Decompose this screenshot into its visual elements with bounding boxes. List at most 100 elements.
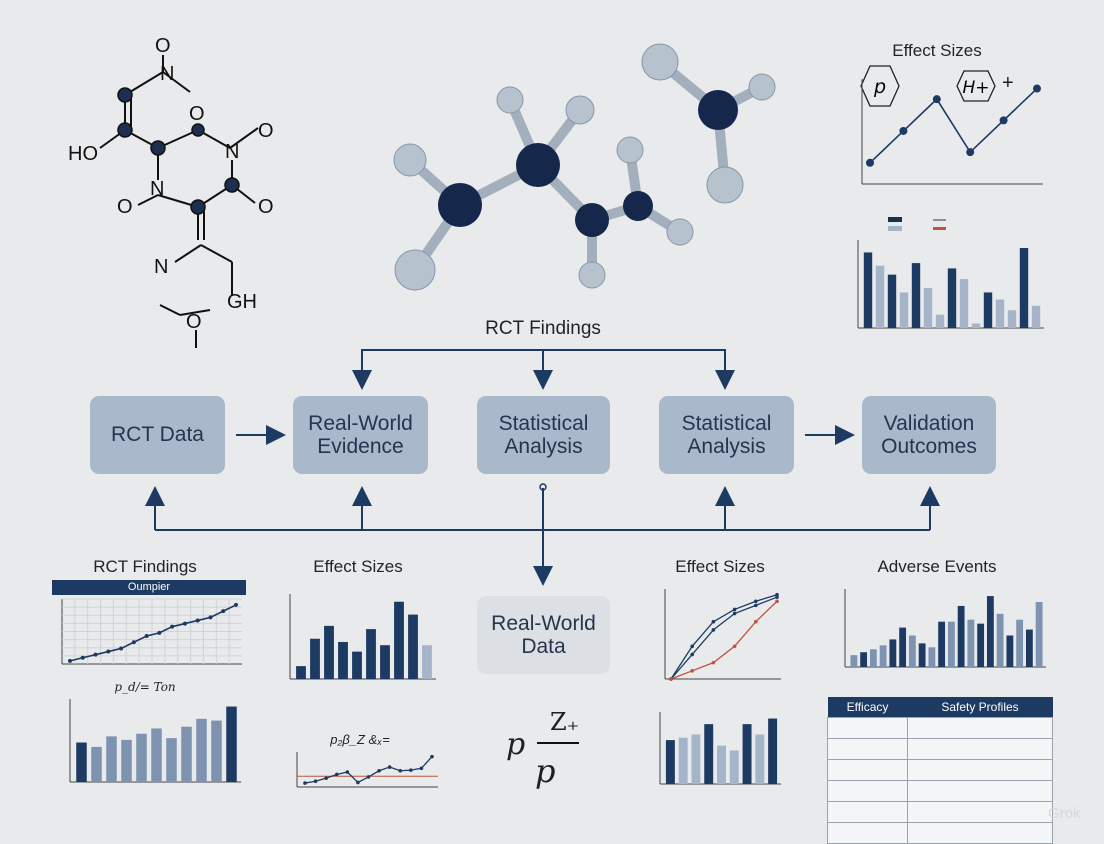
- table-row: [827, 717, 1053, 739]
- top-right-bar-chart: [857, 240, 1044, 329]
- box-statistical-analysis-2: Statistical Analysis: [659, 396, 794, 474]
- hex-h-label: H+: [962, 78, 989, 98]
- effect-formula: p₂β_Z &ₓ=: [330, 732, 390, 747]
- bar: [394, 601, 404, 679]
- bar: [91, 746, 102, 782]
- series-line: [670, 596, 778, 680]
- bar: [887, 274, 897, 328]
- bar: [678, 737, 688, 784]
- data-point: [334, 772, 339, 777]
- bar: [947, 268, 957, 328]
- data-point: [356, 780, 360, 785]
- bar: [899, 292, 909, 328]
- bar: [863, 252, 873, 328]
- bar: [296, 666, 306, 679]
- bar: [1019, 248, 1029, 328]
- box-validation-outcomes: Validation Outcomes: [862, 396, 996, 474]
- bar: [875, 265, 885, 328]
- bar: [729, 750, 739, 784]
- bar: [1006, 635, 1014, 667]
- data-point: [690, 652, 694, 657]
- bar: [996, 613, 1004, 667]
- top-right-title: Effect Sizes: [892, 41, 982, 60]
- data-point: [999, 116, 1008, 125]
- data-point: [409, 768, 413, 772]
- bar: [977, 623, 985, 667]
- formula-p: p: [506, 727, 526, 762]
- top-right-line-chart: [861, 79, 1043, 185]
- atom-label: N: [160, 63, 174, 85]
- data-point: [430, 754, 434, 759]
- data-point: [732, 611, 737, 616]
- atom-label: N: [154, 256, 168, 278]
- bar: [380, 645, 390, 679]
- bar: [911, 263, 921, 328]
- bar: [928, 647, 936, 667]
- data-point: [182, 621, 187, 626]
- bar: [1025, 629, 1033, 667]
- data-point: [690, 644, 694, 649]
- box-real-world-evidence: Real-World Evidence: [293, 396, 428, 474]
- effect-sizes-bar-chart: [289, 594, 436, 680]
- plus-sign: +: [1002, 72, 1014, 94]
- bar: [352, 651, 362, 679]
- bar: [136, 733, 147, 782]
- data-point: [234, 602, 238, 607]
- data-point: [1033, 84, 1041, 93]
- atom-label: N: [150, 178, 164, 200]
- formula-numerator: Z₊: [550, 708, 580, 736]
- bar: [324, 625, 334, 679]
- rct-line-chart: [61, 598, 242, 665]
- data-point: [754, 619, 758, 624]
- data-point: [387, 765, 392, 769]
- bar: [755, 734, 765, 784]
- data-point: [119, 646, 124, 651]
- data-point: [932, 95, 941, 104]
- fraction-bar: [537, 742, 579, 744]
- data-point: [669, 677, 673, 681]
- bar: [106, 736, 117, 782]
- atom-label: O: [258, 196, 274, 218]
- bar: [957, 605, 965, 667]
- data-point: [775, 599, 779, 604]
- bar: [889, 639, 897, 667]
- table-header-efficacy: Efficacy: [827, 697, 908, 718]
- data-point: [195, 618, 200, 623]
- data-point: [208, 615, 213, 620]
- rct-formula: p_d/= Ton: [114, 680, 176, 694]
- bar: [408, 614, 418, 679]
- bar: [166, 738, 177, 782]
- ball-stick-molecule: [393, 43, 776, 291]
- bar: [860, 652, 868, 667]
- bar: [986, 596, 994, 667]
- effect-sizes-line-chart: [296, 752, 438, 788]
- data-point: [221, 609, 226, 614]
- data-point: [732, 644, 737, 649]
- flow-top-label: RCT Findings: [485, 318, 601, 339]
- data-point: [732, 607, 737, 612]
- bar: [995, 299, 1005, 328]
- data-point: [899, 126, 908, 135]
- effect-sizes-title-right: Effect Sizes: [675, 557, 765, 576]
- atom-label: HO: [68, 143, 98, 165]
- formula-denominator: p: [535, 752, 556, 790]
- bar: [717, 745, 726, 784]
- data-point: [170, 624, 175, 629]
- bar: [691, 734, 701, 784]
- bar: [338, 641, 348, 679]
- rct-bar-chart: [69, 699, 241, 783]
- data-point: [711, 619, 716, 624]
- bar: [704, 724, 714, 784]
- bar: [226, 706, 237, 782]
- effect-sizes-bar-chart-right: [659, 712, 781, 785]
- data-point: [80, 655, 85, 660]
- series-line: [869, 87, 1038, 164]
- bar: [1031, 305, 1041, 328]
- bar: [366, 629, 376, 679]
- bar: [211, 720, 222, 782]
- data-point: [690, 669, 694, 673]
- bar: [971, 323, 981, 328]
- data-point: [131, 640, 136, 645]
- bar: [869, 649, 877, 667]
